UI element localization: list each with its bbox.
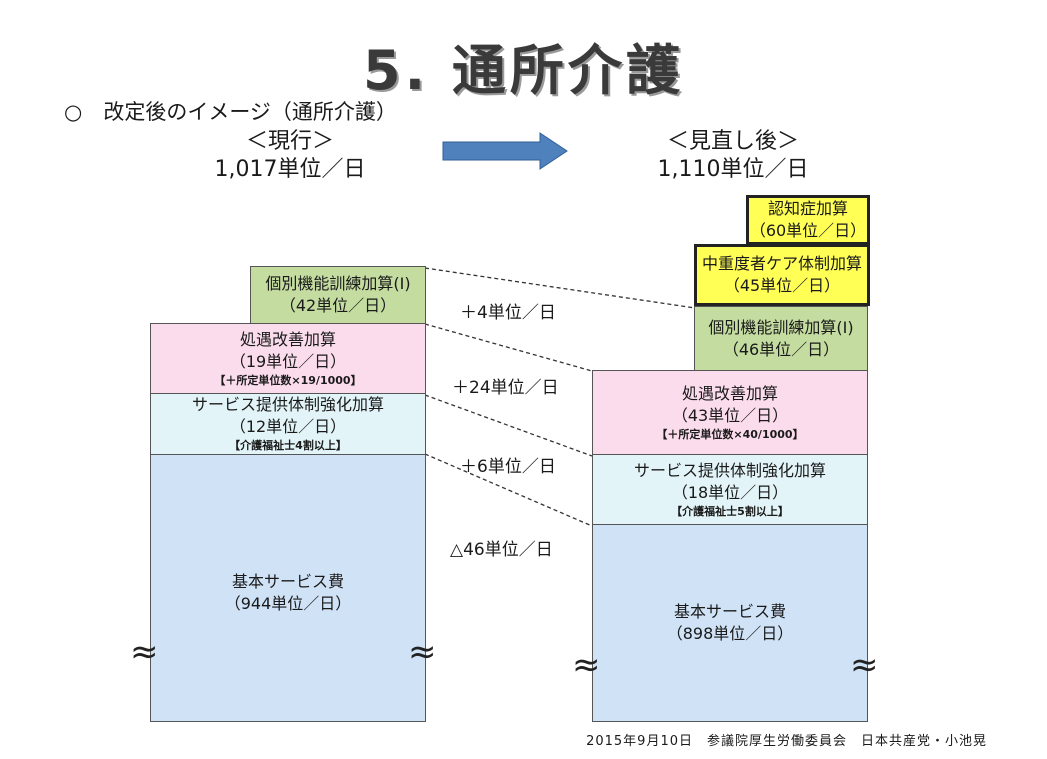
delta-service-system: ＋6単位／日 xyxy=(460,457,556,477)
block-units: （12単位／日） xyxy=(229,417,347,436)
current-treatment-improvement-block: 処遇改善加算 （19単位／日） 【＋所定単位数×19/1000】 xyxy=(150,323,426,394)
block-name: サービス提供体制強化加算 xyxy=(633,460,826,480)
block-note: 【介護福祉士5割以上】 xyxy=(671,504,789,518)
block-units: （42単位／日） xyxy=(279,296,397,315)
current-service-system-block: サービス提供体制強化加算 （12単位／日） 【介護福祉士4割以上】 xyxy=(150,393,426,455)
block-units: （46単位／日） xyxy=(722,339,840,359)
delta-basic-service: △46単位／日 xyxy=(450,540,553,560)
revised-treatment-improvement-block: 処遇改善加算 （43単位／日） 【＋所定単位数×40/1000】 xyxy=(592,370,868,455)
block-units: （45単位／日） xyxy=(723,276,841,295)
revised-individual-training-block: 個別機能訓練加算(Ⅰ) （46単位／日） xyxy=(694,306,868,371)
break-mark-icon: ≈ xyxy=(572,645,601,685)
block-name: 個別機能訓練加算(Ⅰ) xyxy=(265,274,411,293)
delta-treatment-improvement: ＋24単位／日 xyxy=(452,378,559,398)
revised-basic-service-block: 基本サービス費 （898単位／日） xyxy=(592,524,868,722)
block-name: 処遇改善加算 xyxy=(239,329,336,349)
block-name: 個別機能訓練加算(Ⅰ) xyxy=(708,317,854,337)
revised-service-system-block: サービス提供体制強化加算 （18単位／日） 【介護福祉士5割以上】 xyxy=(592,454,868,525)
subtitle: ○ 改定後のイメージ（通所介護） xyxy=(64,100,397,124)
break-mark-icon: ≈ xyxy=(408,632,437,672)
current-total: 1,017単位／日 xyxy=(214,157,366,182)
current-individual-training-block: 個別機能訓練加算(Ⅰ) （42単位／日） xyxy=(250,266,426,324)
block-units: （944単位／日） xyxy=(224,594,352,613)
right-arrow-icon xyxy=(442,132,568,170)
block-name: 中重度者ケア体制加算 xyxy=(701,254,862,273)
block-note: 【＋所定単位数×40/1000】 xyxy=(656,427,804,441)
block-note: 【介護福祉士4割以上】 xyxy=(229,439,347,452)
connector-line xyxy=(424,323,593,372)
block-note: 【＋所定単位数×19/1000】 xyxy=(214,373,362,387)
current-basic-service-block: 基本サービス費 （944単位／日） xyxy=(150,454,426,722)
block-name: 基本サービス費 xyxy=(673,602,786,621)
block-name: 処遇改善加算 xyxy=(681,383,778,403)
block-units: （60単位／日） xyxy=(749,221,867,240)
break-mark-icon: ≈ xyxy=(850,645,879,685)
revised-dementia-block: 認知症加算 （60単位／日） xyxy=(746,195,870,245)
connector-line xyxy=(424,394,593,457)
delta-individual-training: ＋4単位／日 xyxy=(460,303,556,323)
break-mark-icon: ≈ xyxy=(130,632,159,672)
block-units: （18単位／日） xyxy=(671,482,789,502)
block-units: （43単位／日） xyxy=(671,405,789,425)
block-name: 認知症加算 xyxy=(767,199,848,218)
connector-line xyxy=(424,453,593,527)
block-units: （898単位／日） xyxy=(666,624,794,643)
revised-heading-group: ＜見直し後＞ 1,110単位／日 xyxy=(628,128,838,184)
footer-source: 2015年9月10日 参議院厚生労働委員会 日本共産党・小池晃 xyxy=(586,734,987,749)
page-title: 5. 通所介護 xyxy=(363,39,684,102)
revised-heavy-care-block: 中重度者ケア体制加算 （45単位／日） xyxy=(694,244,870,306)
block-units: （19単位／日） xyxy=(229,351,347,371)
block-name: サービス提供体制強化加算 xyxy=(191,395,384,414)
revised-heading: ＜見直し後＞ xyxy=(666,129,799,154)
revised-total: 1,110単位／日 xyxy=(657,157,809,182)
connector-line xyxy=(424,267,696,309)
current-heading: ＜現行＞ xyxy=(245,129,334,154)
current-heading-group: ＜現行＞ 1,017単位／日 xyxy=(190,128,390,184)
block-name: 基本サービス費 xyxy=(231,572,344,591)
